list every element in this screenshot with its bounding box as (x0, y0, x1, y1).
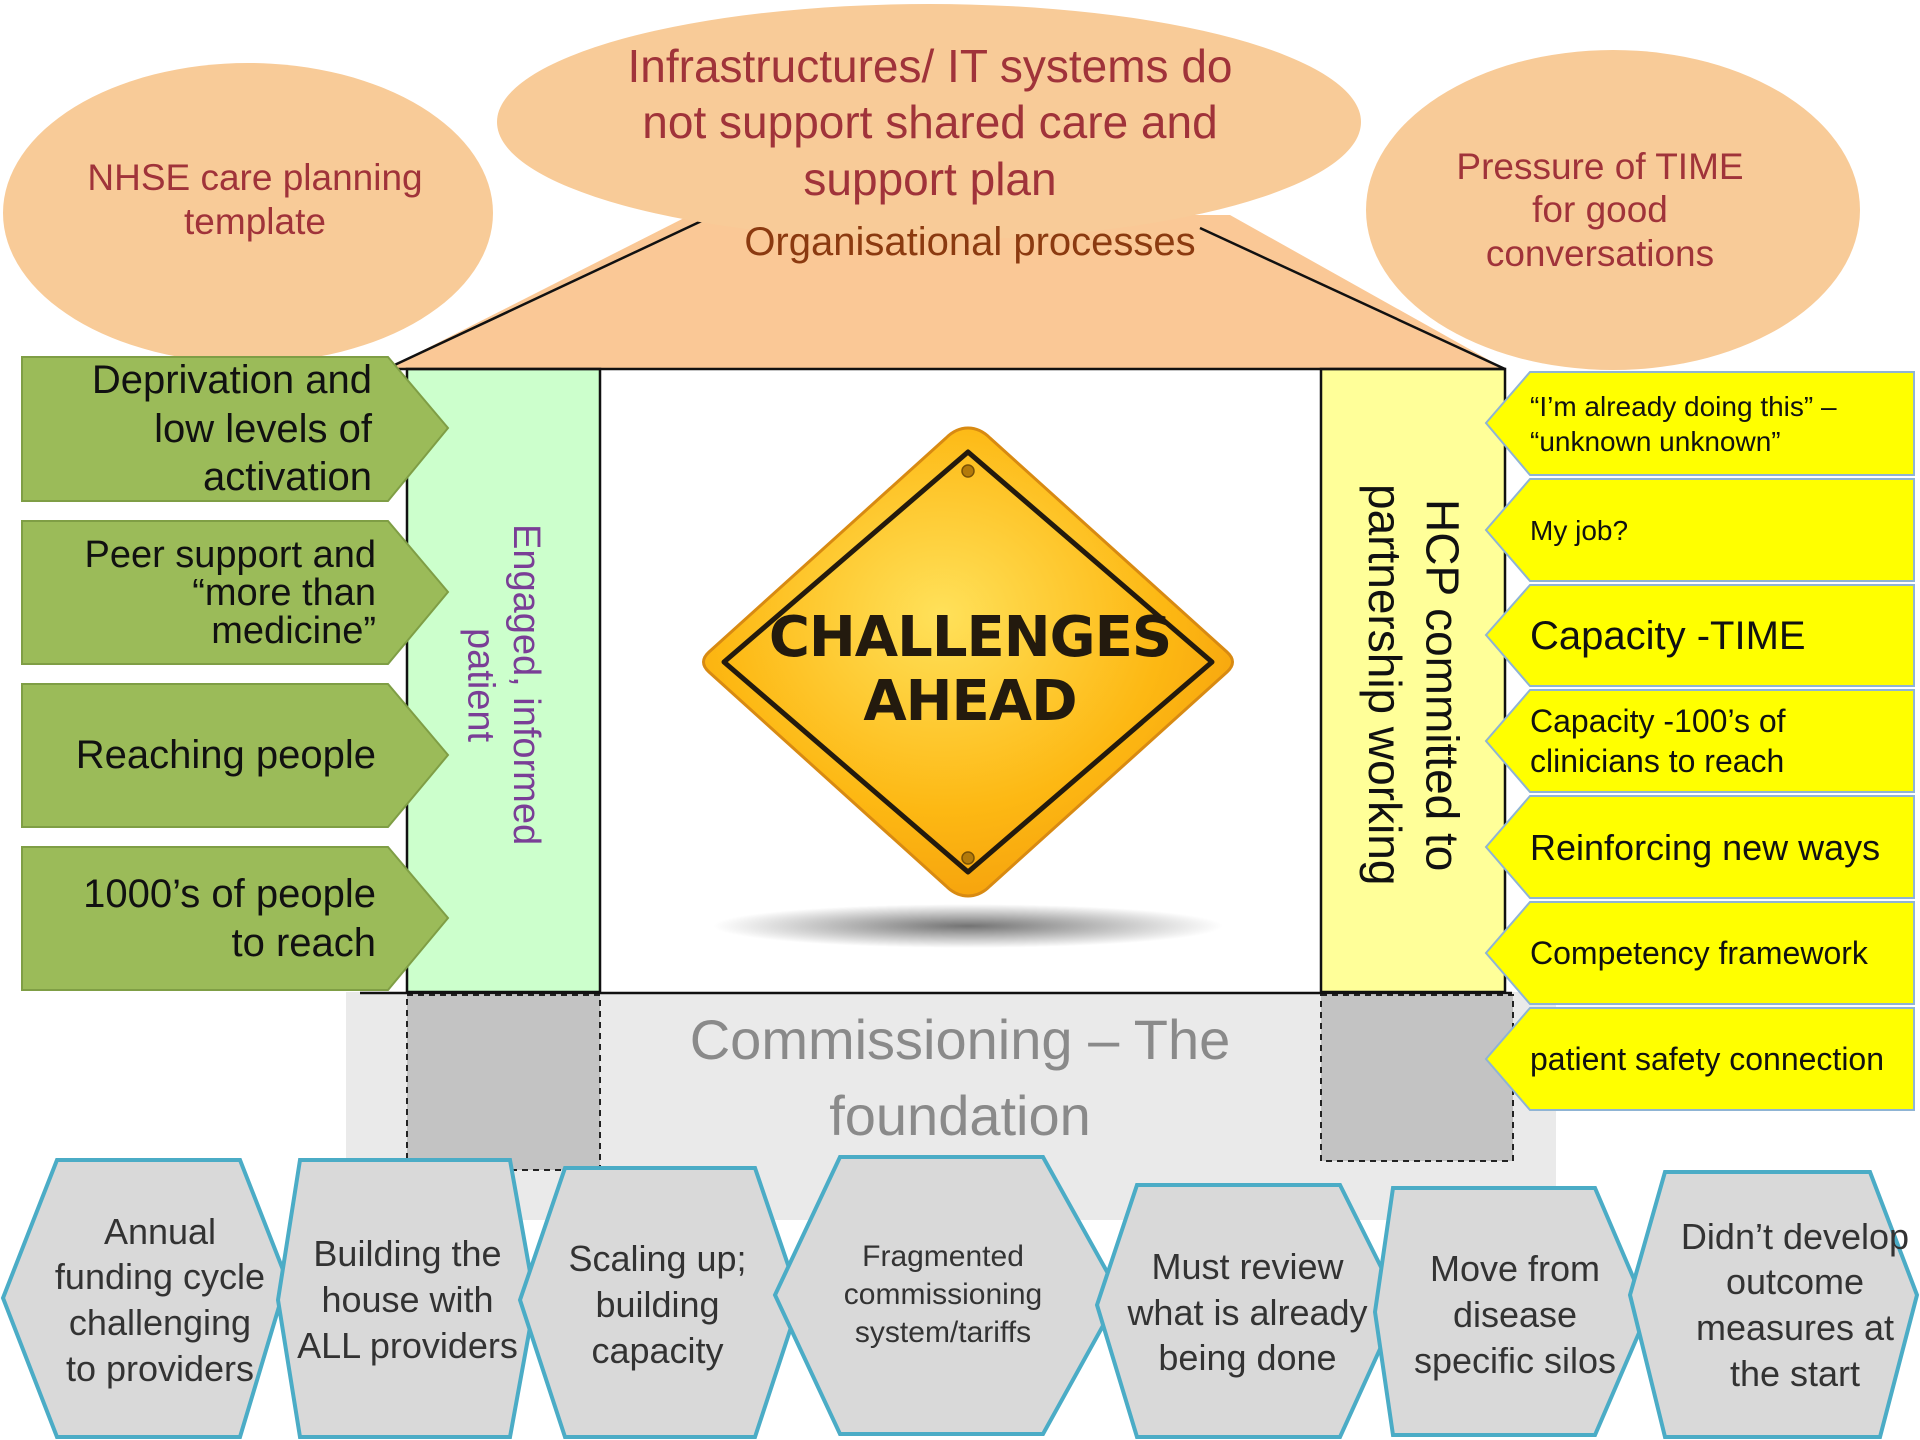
sign-bolt-top (961, 464, 975, 478)
right-arrow-3-text: Capacity -TIME (1530, 613, 1806, 658)
left-arrow-3 (21, 683, 450, 828)
hexagon-1 (0, 1158, 290, 1439)
left-arrow-2-text: Peer support and “more than medicine” (84, 533, 376, 652)
ellipse-center-text: Infrastructures/ IT systems do not suppo… (627, 40, 1233, 205)
sign-shadow (713, 904, 1223, 948)
ellipse-left (3, 63, 493, 363)
left-arrow-4 (21, 846, 450, 991)
right-arrow-7 (1484, 1007, 1915, 1111)
hexagon-2 (275, 1158, 538, 1439)
sign-line-1: CHALLENGES (768, 604, 1172, 670)
hexagon-2-text: Building the house with ALL providers (297, 1233, 518, 1366)
ellipse-right-text: Pressure of TIME for good conversations (1456, 145, 1744, 274)
hexagon-3-text: Scaling up; building capacity (568, 1238, 747, 1371)
right-arrow-4 (1484, 689, 1915, 793)
right-arrow-4-text: Capacity -100’s of clinicians to reach (1530, 703, 1786, 779)
hexagon-6 (1372, 1186, 1651, 1437)
right-arrow-3 (1484, 584, 1915, 687)
hexagon-5 (1094, 1183, 1403, 1439)
roof-left-edge (385, 208, 726, 371)
hexagon-4 (772, 1155, 1123, 1436)
right-arrow-2-text: My job? (1530, 514, 1629, 546)
hexagon-6-text: Move from disease specific silos (1413, 1248, 1617, 1381)
left-arrow-3-text: Reaching people (75, 733, 376, 778)
sign-bolt-bottom (961, 851, 975, 865)
right-arrow-6 (1484, 901, 1915, 1005)
roof-label: Organisational processes (744, 219, 1196, 264)
hexagon-3 (517, 1166, 803, 1439)
ellipse-center (497, 4, 1361, 240)
left-arrow-2 (21, 520, 450, 665)
foundation-label: Commissioning – The foundation (689, 1008, 1231, 1147)
left-pillar (405, 367, 602, 994)
roof (386, 215, 1505, 369)
sign-text: CHALLENGES AHEAD (760, 595, 1180, 745)
left-arrow-4-text: 1000’s of people to reach (83, 871, 376, 965)
left-pillar-label: Engaged, informed patient (459, 524, 548, 846)
left-arrow-1-text: Deprivation and low levels of activation (91, 357, 372, 500)
left-footing (406, 994, 601, 1171)
ellipse-left-text: NHSE care planning template (87, 157, 423, 242)
right-arrow-7-text: patient safety connection (1530, 1041, 1885, 1077)
roof-right-edge (1199, 226, 1506, 371)
right-pillar-label: HCP committed to partnership working (1359, 484, 1469, 886)
hexagon-4-text: Fragmented commissioning system/tariffs (843, 1239, 1043, 1350)
right-arrow-1-text: “I’m already doing this” – “unknown unkn… (1530, 390, 1837, 457)
right-arrow-1 (1484, 371, 1915, 476)
right-arrow-6-text: Competency framework (1530, 935, 1868, 971)
hexagon-7-text: Didn’t develop outcome measures at the s… (1680, 1215, 1910, 1394)
ellipse-right (1366, 50, 1860, 370)
hexagon-5-text: Must review what is already being done (1127, 1245, 1368, 1379)
right-arrow-5 (1484, 795, 1915, 899)
hexagon-1-text: Annual funding cycle challenging to prov… (54, 1210, 266, 1389)
sign-line-2: AHEAD (863, 669, 1077, 734)
right-arrow-5-text: Reinforcing new ways (1530, 826, 1881, 868)
left-arrow-1 (21, 356, 450, 502)
right-footing (1320, 994, 1514, 1162)
hexagon-7 (1627, 1170, 1920, 1439)
right-arrow-2 (1484, 478, 1915, 582)
challenges-ahead-sign (702, 426, 1234, 898)
